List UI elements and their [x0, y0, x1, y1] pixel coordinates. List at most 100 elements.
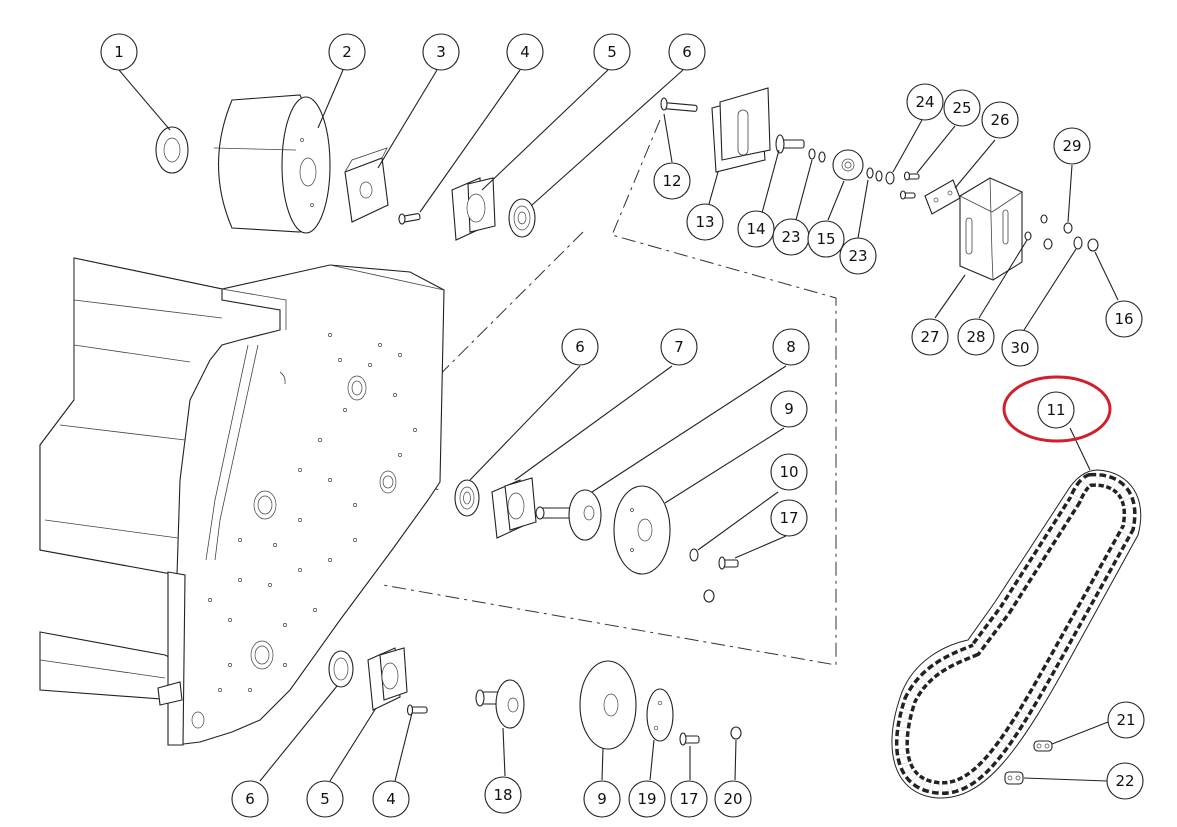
callout-label: 28	[966, 328, 985, 346]
callout-label: 3	[436, 43, 446, 61]
part-25-bolts	[899, 171, 920, 200]
callout-2: 2	[328, 33, 366, 71]
callout-21: 21	[1107, 701, 1145, 739]
part-26-small-plate	[924, 179, 961, 215]
callout-6-top: 6	[668, 33, 706, 71]
callout-9-mid: 9	[770, 390, 808, 428]
callout-10: 10	[770, 453, 808, 491]
part-17-bolt-mid	[718, 556, 739, 570]
callout-label: 10	[779, 463, 798, 481]
callout-label: 17	[679, 790, 698, 808]
callout-15: 15	[807, 220, 845, 258]
part-13-plate	[711, 87, 771, 173]
part-19-disc	[646, 688, 674, 742]
part-1-gasket	[155, 126, 189, 174]
callout-12: 12	[653, 162, 691, 200]
callout-16: 16	[1105, 300, 1143, 338]
part-nut-mid	[703, 589, 715, 603]
part-5-flange-top	[451, 177, 496, 241]
part-9-sprocket-bottom	[579, 660, 637, 750]
callout-label: 6	[245, 790, 255, 808]
callout-19: 19	[628, 780, 666, 818]
part-4-bolt-top	[398, 213, 421, 225]
callout-22: 22	[1106, 762, 1144, 800]
callout-label: 21	[1116, 711, 1135, 729]
callout-6-bottom: 6	[231, 780, 269, 818]
callout-label: 2	[342, 43, 352, 61]
callout-17-mid: 17	[770, 499, 808, 537]
part-23-washer-a	[808, 148, 826, 163]
part-6-bearing-top	[508, 198, 536, 238]
callout-label: 17	[779, 509, 798, 527]
part-12-pin	[660, 97, 698, 112]
callout-label: 4	[386, 790, 396, 808]
callout-label: 26	[990, 111, 1009, 129]
callout-24: 24	[906, 83, 944, 121]
part-3-bracket	[344, 147, 389, 223]
part-8-hub-shaft	[535, 489, 602, 541]
callout-label: 7	[674, 338, 684, 356]
part-27-u-bracket	[959, 177, 1023, 281]
callout-label: 16	[1114, 310, 1133, 328]
part-6-bearing-mid	[454, 479, 480, 517]
part-24-nut	[885, 171, 895, 185]
callout-23-b: 23	[839, 237, 877, 275]
callout-label: 5	[607, 43, 617, 61]
callout-label: 14	[746, 220, 765, 238]
callout-label: 23	[781, 228, 800, 246]
callout-label: 29	[1062, 137, 1081, 155]
callout-26: 26	[981, 101, 1019, 139]
callout-label: 22	[1115, 772, 1134, 790]
callout-18: 18	[484, 776, 522, 814]
callout-27: 27	[911, 318, 949, 356]
callout-label: 18	[493, 786, 512, 804]
callout-label: 4	[520, 43, 530, 61]
callout-label: 19	[637, 790, 656, 808]
part-15-idler-sprocket	[832, 149, 864, 181]
leader-lines	[118, 69, 1119, 782]
part-21-connector-link	[1033, 740, 1053, 752]
callout-label: 6	[575, 338, 585, 356]
callout-5-top: 5	[593, 33, 631, 71]
callout-label: 13	[695, 213, 714, 231]
part-16-nut	[1087, 238, 1099, 252]
callout-label: 9	[597, 790, 607, 808]
part-5-flange-bottom	[367, 647, 408, 711]
part-17-bolt-bottom	[679, 732, 700, 746]
callout-11: 11	[1037, 391, 1075, 429]
part-23-washer-b	[866, 167, 883, 182]
part-4-bolt-bottom	[406, 704, 428, 716]
callout-label: 12	[662, 172, 681, 190]
callout-6-mid: 6	[561, 328, 599, 366]
callout-4-bottom: 4	[372, 780, 410, 818]
callout-5-bottom: 5	[306, 780, 344, 818]
callout-label: 20	[723, 790, 742, 808]
callout-30: 30	[1001, 329, 1039, 367]
callout-label: 15	[816, 230, 835, 248]
part-11-chain	[891, 469, 1142, 799]
callout-25: 25	[943, 89, 981, 127]
callout-20: 20	[714, 780, 752, 818]
callout-29: 29	[1053, 127, 1091, 165]
callout-label: 25	[952, 99, 971, 117]
callout-17-bottom: 17	[670, 780, 708, 818]
part-7-flange-mid	[491, 477, 537, 539]
callout-9-bottom: 9	[583, 780, 621, 818]
part-28-washers	[1024, 214, 1048, 241]
callout-label: 9	[784, 400, 794, 418]
callout-13: 13	[686, 203, 724, 241]
callout-label: 23	[848, 247, 867, 265]
highlight-ellipse	[1002, 375, 1112, 443]
part-18-hub	[475, 679, 525, 729]
callout-label: 1	[114, 43, 124, 61]
part-9-sprocket-mid	[613, 485, 671, 575]
callout-8: 8	[772, 328, 810, 366]
callout-label: 11	[1046, 401, 1065, 419]
part-2-drum	[213, 94, 331, 234]
callout-7: 7	[660, 328, 698, 366]
frame-panel	[39, 257, 445, 746]
callout-3: 3	[422, 33, 460, 71]
callout-label: 6	[682, 43, 692, 61]
callout-label: 30	[1010, 339, 1029, 357]
